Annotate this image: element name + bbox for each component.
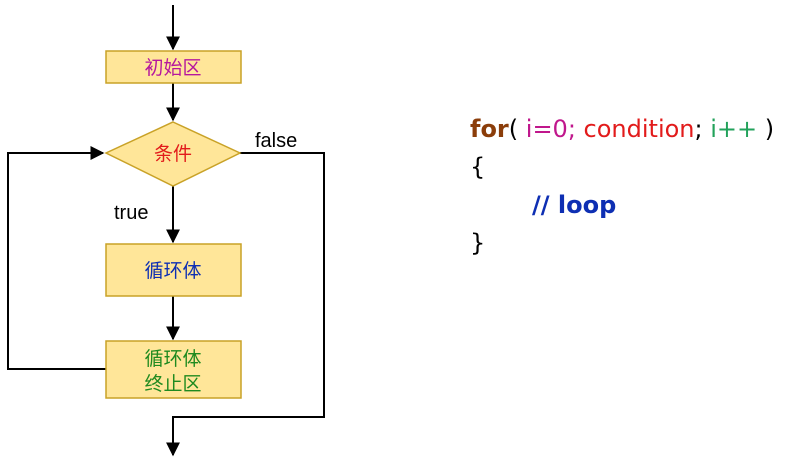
false-label: false (255, 130, 297, 152)
close-paren: ) (757, 115, 775, 143)
init-box (105, 50, 242, 84)
condition-expression: condition (575, 115, 695, 143)
code-snippet: for( i=0; condition; i++ ) { // loop } (470, 110, 774, 262)
loop-body-box (105, 243, 242, 297)
termination-box (105, 340, 242, 399)
close-brace: } (470, 229, 486, 257)
condition-diamond (104, 121, 242, 187)
loop-comment: // loop (532, 191, 617, 219)
false-arrow (166, 152, 325, 457)
termination-label-line1: 循环体 (144, 348, 201, 370)
loop-back-arrow (7, 146, 106, 370)
open-brace: { (470, 153, 486, 181)
semicolon: ; (694, 115, 703, 143)
termination-label-line2: 终止区 (144, 373, 201, 395)
open-paren: ( (508, 115, 519, 143)
loop-body-label: 循环体 (144, 260, 201, 282)
for-keyword: for (470, 115, 509, 143)
init-expression: i=0; (518, 115, 576, 143)
condition-label: 条件 (154, 143, 192, 165)
code-line-for: for( i=0; condition; i++ ) (470, 110, 774, 148)
true-label: true (114, 202, 148, 224)
increment-expression: i++ (702, 115, 758, 143)
init-box-label: 初始区 (144, 57, 201, 79)
